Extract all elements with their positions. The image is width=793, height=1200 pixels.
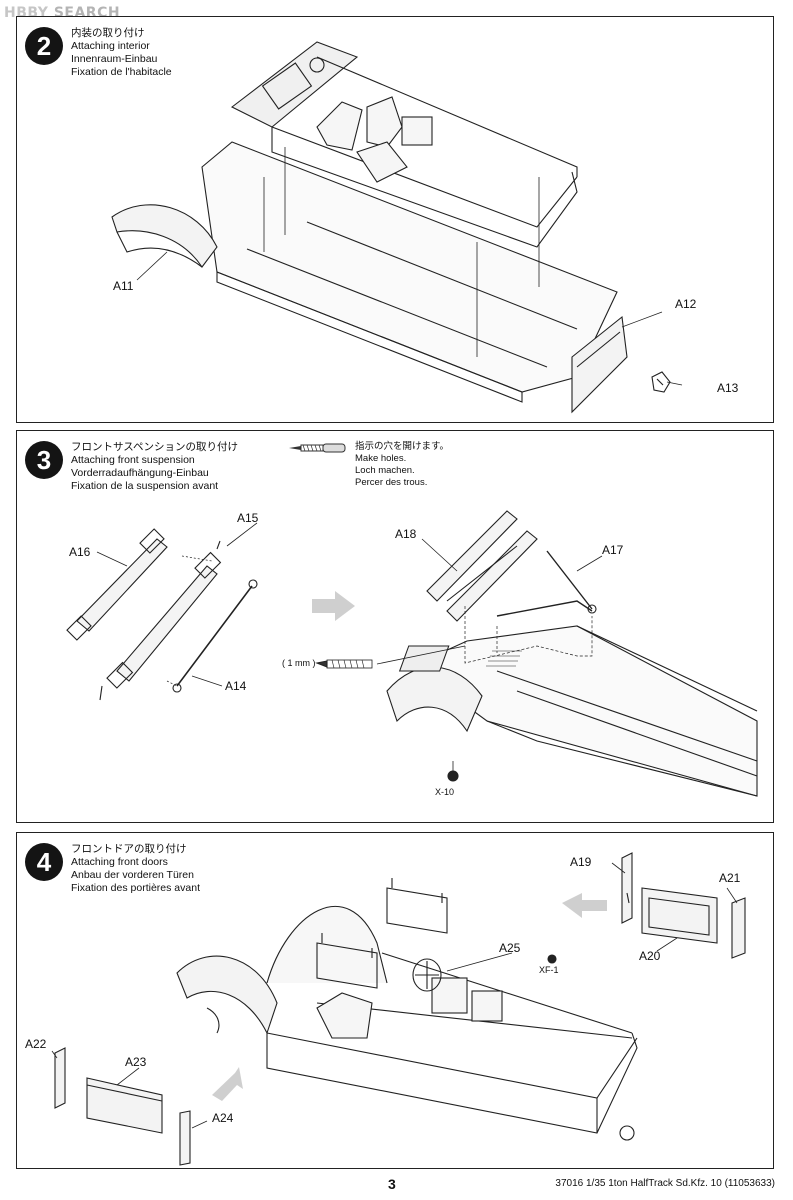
title-en: Attaching interior — [71, 40, 150, 52]
part-label-a18: A18 — [395, 527, 417, 541]
part-label-a11: A11 — [113, 279, 134, 293]
title-en: Attaching front doors — [71, 856, 168, 868]
title-fr: Fixation de la suspension avant — [71, 480, 219, 492]
title-ja: 内装の取り付け — [71, 27, 145, 39]
step-4-doors-diagram — [51, 852, 746, 1166]
step-3-titles: フロントサスペンションの取り付け Attaching front suspens… — [71, 441, 238, 493]
part-label-a12: A12 — [675, 297, 697, 311]
step-2-interior-diagram — [111, 41, 683, 414]
part-label-a23: A23 — [125, 1055, 147, 1069]
title-ja: フロントサスペンションの取り付け — [71, 441, 239, 453]
drill-icon — [289, 443, 346, 453]
part-label-a25: A25 — [499, 941, 521, 955]
note-en: Make holes. — [355, 453, 407, 464]
title-ja: フロントドアの取り付け — [71, 843, 187, 855]
title-fr: Fixation des portières avant — [71, 882, 200, 894]
step-3-suspension-diagram — [66, 510, 758, 797]
title-de: Innenraum-Einbau — [71, 53, 158, 65]
part-label-a20: A20 — [639, 949, 661, 963]
title-de: Anbau der vorderen Türen — [71, 869, 194, 881]
step-4-panel: 4 フロントドアの取り付け Attaching front doors Anba… — [16, 832, 774, 1169]
kit-footer: 37016 1/35 1ton HalfTrack Sd.Kfz. 10 (11… — [555, 1178, 775, 1189]
title-en: Attaching front suspension — [71, 454, 195, 466]
title-de: Vorderradaufhängung-Einbau — [71, 467, 209, 479]
part-label-a21: A21 — [719, 871, 741, 885]
part-label-a22: A22 — [25, 1037, 47, 1051]
part-label-a24: A24 — [212, 1111, 234, 1125]
part-label-a19: A19 — [570, 855, 592, 869]
part-label-a14: A14 — [225, 679, 247, 693]
step-number-badge: 3 — [25, 441, 63, 479]
step-number-badge: 2 — [25, 27, 63, 65]
part-label-a13: A13 — [717, 381, 739, 395]
page-number: 3 — [388, 1176, 396, 1192]
part-label-a17: A17 — [602, 543, 624, 557]
step-4-titles: フロントドアの取り付け Attaching front doors Anbau … — [71, 843, 200, 895]
part-label-a15: A15 — [237, 511, 259, 525]
hole-diameter-label: ( 1 mm ) — [282, 658, 316, 668]
title-fr: Fixation de l'habitacle — [71, 66, 172, 78]
note-fr: Percer des trous. — [355, 477, 428, 488]
drill-note: 指示の穴を開けます。 Make holes. Loch machen. Perc… — [287, 441, 449, 489]
step-number-badge: 4 — [25, 843, 63, 881]
note-de: Loch machen. — [355, 465, 415, 476]
part-label-a16: A16 — [69, 545, 91, 559]
step-2-titles: 内装の取り付け Attaching interior Innenraum-Ein… — [71, 27, 172, 79]
note-ja: 指示の穴を開けます。 — [355, 441, 450, 452]
step-3-panel: 3 フロントサスペンションの取り付け Attaching front suspe… — [16, 430, 774, 823]
screw-label-x10: X-10 — [435, 787, 455, 797]
screw-label-xf1: XF-1 — [539, 965, 559, 975]
step-2-panel: 2 内装の取り付け Attaching interior Innenraum-E… — [16, 16, 774, 423]
